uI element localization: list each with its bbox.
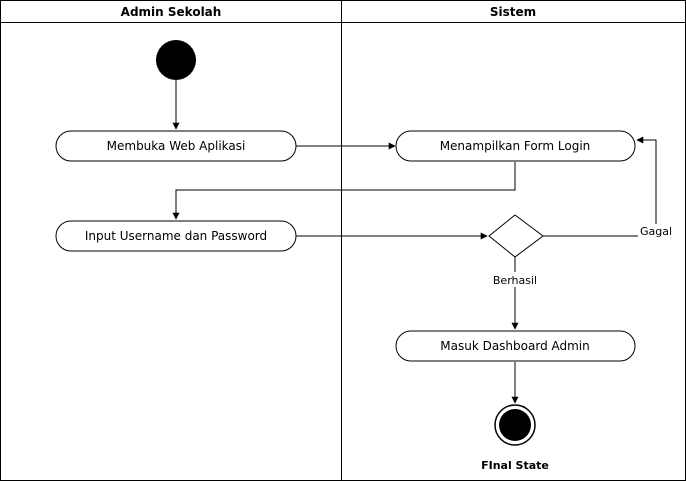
action-show-login: Menampilkan Form Login — [395, 130, 636, 162]
edge-decision-fail — [543, 136, 657, 237]
action-open-web-label: Membuka Web Aplikasi — [107, 139, 246, 153]
action-enter-dashboard-label: Masuk Dashboard Admin — [440, 339, 590, 353]
edge-login-to-input — [172, 162, 516, 220]
initial-node — [156, 40, 196, 80]
action-open-web: Membuka Web Aplikasi — [55, 130, 297, 162]
action-show-login-label: Menampilkan Form Login — [440, 139, 591, 153]
edge-label-fail: Gagal — [640, 225, 672, 238]
lane-title-system: Sistem — [490, 5, 536, 19]
decision-node — [488, 214, 544, 258]
final-node — [494, 404, 536, 446]
lane-title-admin: Admin Sekolah — [121, 5, 222, 19]
action-enter-dashboard: Masuk Dashboard Admin — [395, 330, 636, 362]
action-input-credentials-label: Input Username dan Password — [85, 229, 267, 243]
final-state-label: FInal State — [481, 459, 549, 472]
action-input-credentials: Input Username dan Password — [55, 220, 297, 252]
edge-label-success: Berhasil — [493, 274, 537, 287]
